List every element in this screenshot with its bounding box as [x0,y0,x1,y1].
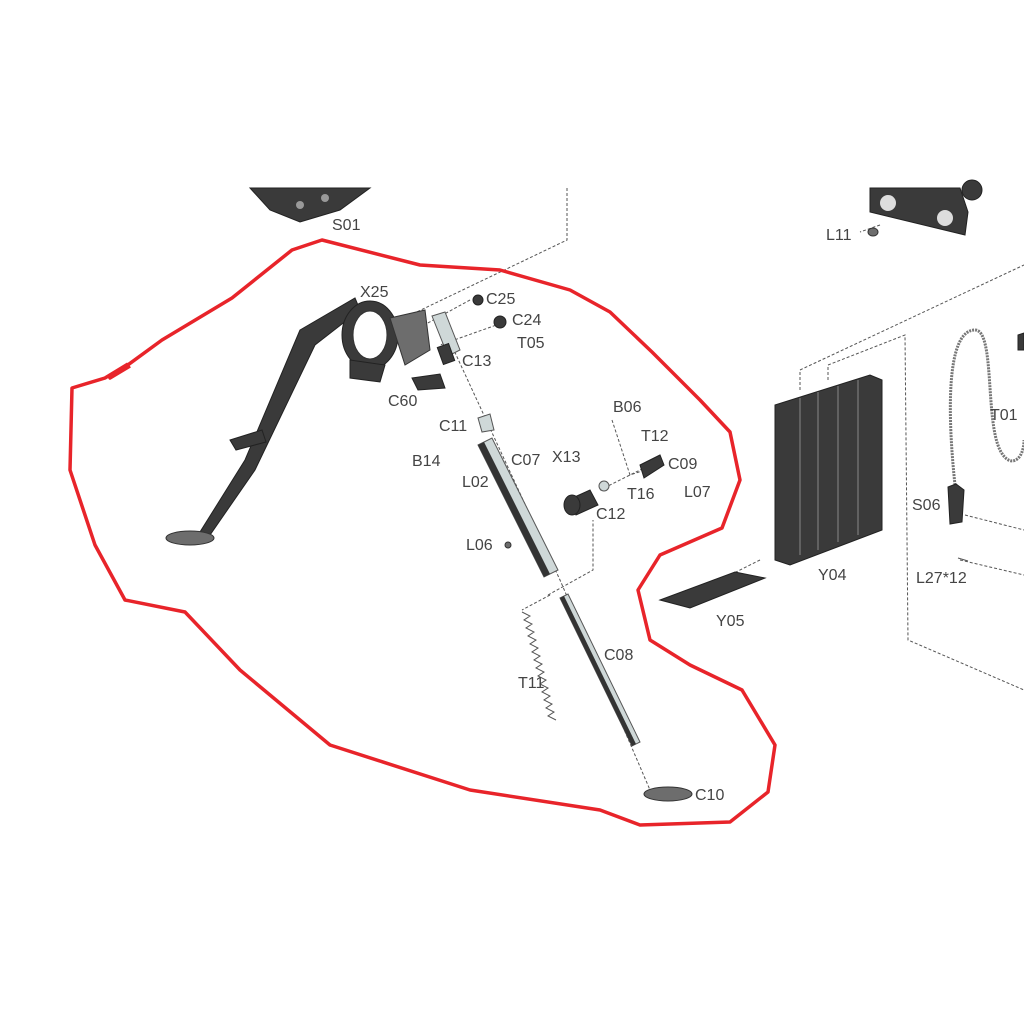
label-l27x12: L27*12 [916,570,967,587]
label-l06: L06 [466,537,493,554]
label-l11: L11 [826,227,852,244]
part-c08-rod[interactable] [559,593,641,747]
label-y04: Y04 [818,567,847,584]
label-l02: L02 [462,474,489,491]
label-t16: T16 [627,486,655,503]
part-s06[interactable] [947,483,965,525]
label-b14: B14 [412,453,441,470]
label-c13: C13 [462,353,491,370]
label-c09: C09 [668,456,697,473]
part-x25-bipod[interactable] [165,297,446,546]
label-c24: C24 [512,312,541,329]
label-l07: L07 [684,484,711,501]
label-t12: T12 [641,428,669,445]
red-annotation-outline [68,238,777,827]
small-parts [431,294,665,549]
label-c11: C11 [439,418,467,435]
part-labels: S01 L11 X25 C25 C24 T05 C13 C60 C11 B06 … [332,217,1018,804]
part-c07-tube[interactable] [477,437,559,578]
part-l11-bracket[interactable] [867,179,983,237]
part-y05-plate[interactable] [658,571,767,609]
label-c08: C08 [604,647,633,664]
part-s01[interactable] [248,187,372,223]
part-l27x12 [957,557,969,562]
label-c07: C07 [511,452,540,469]
label-s01: S01 [332,217,361,234]
label-t05: T05 [517,335,545,352]
part-t01-cord[interactable] [948,328,1024,486]
label-b06: B06 [613,399,642,416]
label-x13: X13 [552,449,581,466]
part-t11-spring[interactable] [521,611,557,721]
label-s06: S06 [912,497,941,514]
assembly-lines [399,188,1024,791]
part-c10-foot[interactable] [643,786,693,802]
part-t01-end [1017,332,1024,351]
label-x25: X25 [360,284,389,301]
label-t01: T01 [990,407,1018,424]
label-c12: C12 [596,506,625,523]
part-y04-magazine[interactable] [774,374,883,566]
label-y05: Y05 [716,613,745,630]
label-c60: C60 [388,393,417,410]
label-c25: C25 [486,291,515,308]
label-t11: T11 [518,675,544,692]
label-c10: C10 [695,787,724,804]
